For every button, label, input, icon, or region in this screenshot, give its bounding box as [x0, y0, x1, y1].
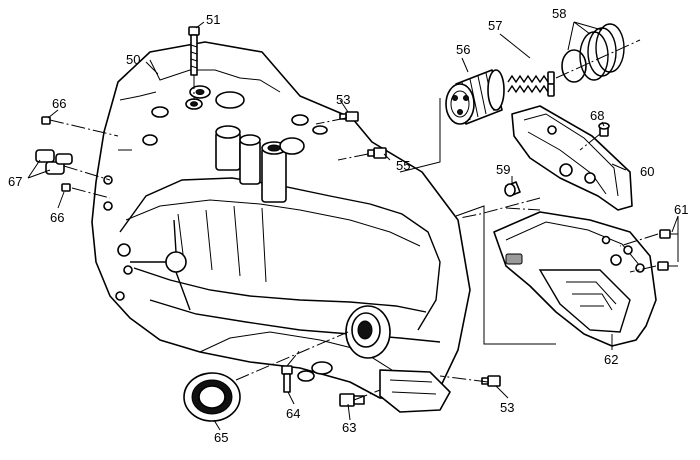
side-cover-62 [493, 211, 657, 347]
callout-61: 61 [674, 202, 688, 217]
callout-68: 68 [590, 108, 604, 123]
callout-59: 59 [496, 162, 510, 177]
accumulator-piston-56 [445, 69, 505, 125]
alignment-lines [49, 98, 659, 401]
callout-65: 65 [214, 430, 228, 445]
callout-62: 62 [604, 352, 618, 367]
leader-lines [27, 21, 679, 431]
callout-57: 57 [488, 18, 502, 33]
bolt-64 [281, 365, 293, 393]
callout-66-upper: 66 [52, 96, 66, 111]
bolt-53-lower [481, 375, 501, 387]
bolts-67 [35, 149, 73, 175]
seal-rings-58 [555, 23, 641, 83]
bolt-51 [185, 26, 203, 110]
cover-60 [511, 105, 633, 211]
callout-58: 58 [552, 6, 566, 21]
accumulator-springs-57 [507, 71, 555, 97]
seal-65 [183, 372, 241, 422]
plug-59 [504, 181, 521, 197]
callout-56: 56 [456, 42, 470, 57]
callout-63: 63 [342, 420, 356, 435]
callout-53-upper: 53 [336, 92, 350, 107]
dowels-66 [41, 116, 71, 192]
callout-51: 51 [206, 12, 220, 27]
transaxle-case [91, 41, 471, 413]
callout-53-lower: 53 [500, 400, 514, 415]
callout-55: 55 [396, 158, 410, 173]
callout-64: 64 [286, 406, 300, 421]
callout-50: 50 [126, 52, 140, 67]
callout-67: 67 [8, 174, 22, 189]
bolt-53-upper [339, 111, 359, 122]
bolts-61 [657, 229, 678, 271]
callout-66-lower: 66 [50, 210, 64, 225]
callout-60: 60 [640, 164, 654, 179]
callout-labels: 50 51 53 55 56 57 58 59 60 61 62 63 64 6… [8, 6, 688, 445]
bolt-55 [367, 147, 387, 159]
bolt-63 [339, 393, 365, 407]
